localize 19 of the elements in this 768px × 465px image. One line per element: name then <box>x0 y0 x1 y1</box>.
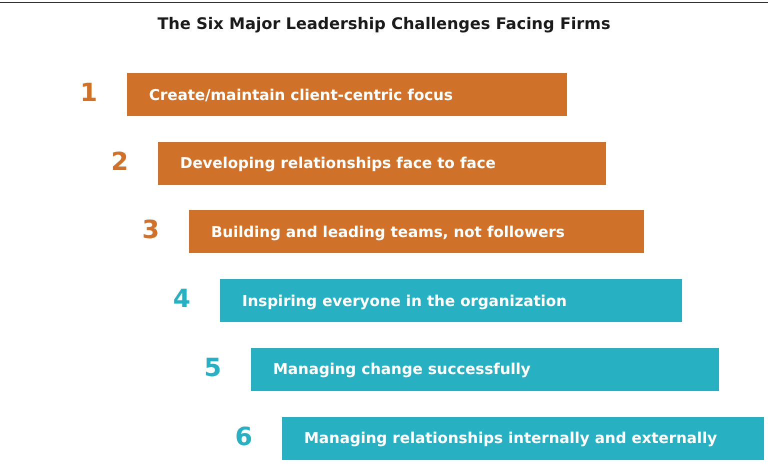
challenge-bar <box>127 73 567 116</box>
challenge-bar <box>220 279 682 322</box>
challenge-bar <box>158 142 606 185</box>
rank-number: 1 <box>80 78 98 107</box>
challenge-bar <box>189 210 644 254</box>
challenge-text: Create/maintain client-centric focus <box>149 86 453 104</box>
rank-number: 3 <box>142 215 160 244</box>
rank-number: 6 <box>235 422 252 450</box>
challenge-bar <box>282 416 764 460</box>
challenge-text: Developing relationships face to face <box>180 154 496 172</box>
rank-number: 2 <box>111 146 128 176</box>
challenge-text: Building and leading teams, not followers <box>211 222 565 241</box>
challenge-text: Managing change successfully <box>273 360 531 378</box>
challenge-bar <box>251 348 719 391</box>
rank-number: 4 <box>173 284 190 314</box>
rank-number: 5 <box>204 352 222 382</box>
challenge-text: Inspiring everyone in the organization <box>242 292 567 310</box>
challenge-text: Managing relationships internally and externally <box>304 429 717 447</box>
diagram-title: The Six Major Leadership Challenges Facing Firms <box>156 14 612 33</box>
